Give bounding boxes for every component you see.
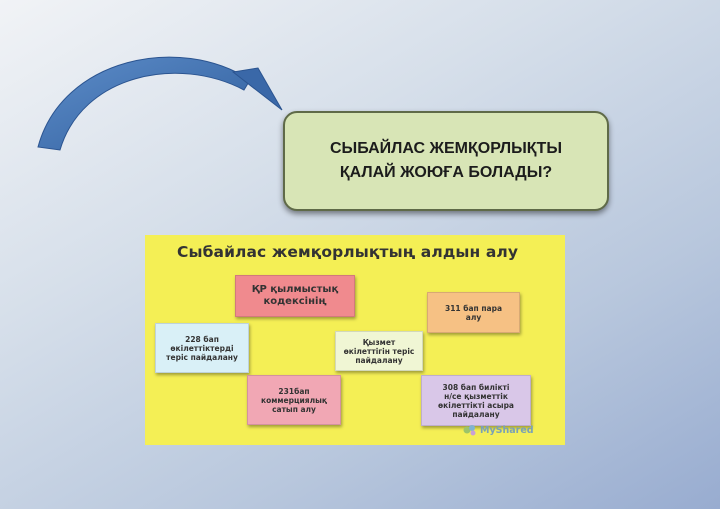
box-line: Қызмет xyxy=(362,337,396,347)
box-line: 308 бап билікті xyxy=(442,382,510,392)
slide-title: Сыбайлас жемқорлықтың алдын алу xyxy=(177,243,519,261)
box-line: пайдалану xyxy=(355,355,403,365)
box-line: 311 бап пара xyxy=(444,303,503,313)
box-line: 228 бап xyxy=(185,334,219,344)
box-line: кодексінің xyxy=(263,296,327,307)
slide-image: Сыбайлас жемқорлықтың алдын алу ҚР қылмы… xyxy=(145,235,565,445)
box-line: өкілеттігін теріс xyxy=(343,346,415,356)
box-line: пайдалану xyxy=(452,409,500,419)
box-line: ҚР қылмыстық xyxy=(251,284,339,295)
box-line: 231бап xyxy=(278,386,310,396)
box-article-308: 308 бап билікті н/се қызметтік өкілеттік… xyxy=(421,375,531,426)
box-article-311: 311 бап пара алу xyxy=(427,292,520,333)
watermark-text: MyShared xyxy=(480,424,534,436)
box-line: өкілеттіктерді xyxy=(170,343,234,353)
question-line-1: СЫБАЙЛАС ЖЕМҚОРЛЫҚТЫ xyxy=(330,140,562,157)
question-box: СЫБАЙЛАС ЖЕМҚОРЛЫҚТЫ ҚАЛАЙ ЖОЮҒА БОЛАДЫ? xyxy=(283,111,609,211)
box-article-228: 228 бап өкілеттіктерді теріс пайдалану xyxy=(155,323,249,373)
box-line: н/се қызметтік xyxy=(444,391,508,401)
box-criminal-code: ҚР қылмыстық кодексінің xyxy=(235,275,355,317)
myshared-logo-icon xyxy=(463,425,476,436)
watermark: MyShared xyxy=(463,424,534,436)
box-line: теріс пайдалану xyxy=(166,352,238,362)
box-line: сатып алу xyxy=(272,404,316,414)
box-line: өкілеттікті асыра xyxy=(438,400,514,410)
box-article-231: 231бап коммерциялық сатып алу xyxy=(247,375,341,425)
box-abuse-of-office: Қызмет өкілеттігін теріс пайдалану xyxy=(335,331,423,371)
box-line: алу xyxy=(465,312,482,322)
question-line-2: ҚАЛАЙ ЖОЮҒА БОЛАДЫ? xyxy=(339,164,553,181)
box-line: коммерциялық xyxy=(261,395,327,405)
